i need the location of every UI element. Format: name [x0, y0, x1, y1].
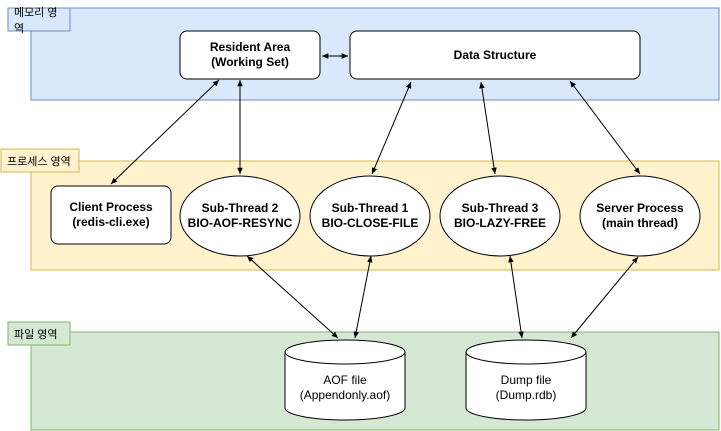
sub-thread-2-title: Sub-Thread 2: [201, 201, 279, 215]
arrow-data-server: [569, 80, 641, 175]
memory-region-label: 메모리 영역: [14, 6, 58, 35]
aof-file-label: AOF file (Appendonly.aof): [285, 368, 405, 408]
resident-area-title: Resident Area: [209, 40, 291, 54]
arrow-subthread3-dump: [508, 255, 524, 339]
dump-file-title: Dump file: [500, 373, 552, 387]
data-structure-box: [349, 30, 641, 80]
memory-region-label-box: [7, 7, 71, 32]
file-region-label-box: [7, 321, 71, 346]
process-region-label-box: [0, 148, 80, 173]
sub-thread-3-subtitle: BIO-LAZY-FREE: [454, 216, 546, 230]
resident-area-subtitle: (Working Set): [211, 55, 289, 69]
arrow-subthread1-aof: [353, 255, 373, 339]
aof-file-subtitle: (Appendonly.aof): [299, 388, 391, 402]
process-region-label: 프로세스 영역: [7, 155, 71, 168]
arrow-data-subthread3: [479, 81, 497, 175]
arrow-subthread2-aof: [246, 255, 339, 339]
arrow-data-subthread1: [371, 81, 412, 175]
dump-file-cylinder: [465, 339, 587, 421]
server-process-subtitle: (main thread): [601, 216, 678, 230]
file-region-label: 파일 영역: [14, 328, 58, 341]
sub-thread-1-subtitle: BIO-CLOSE-FILE: [321, 216, 419, 230]
client-process-subtitle: (redis-cli.exe): [72, 215, 150, 229]
sub-thread-1-title: Sub-Thread 1: [331, 201, 409, 215]
sub-thread-2-ellipse: [179, 175, 301, 257]
dump-file-label: Dump file (Dump.rdb): [466, 368, 586, 408]
dump-file-subtitle: (Dump.rdb): [495, 388, 557, 402]
aof-file-title: AOF file: [323, 373, 367, 387]
client-process-box: [50, 185, 172, 245]
sub-thread-3-title: Sub-Thread 3: [461, 201, 539, 215]
sub-thread-3-label: Sub-Thread 3 BIO-LAZY-FREE: [440, 186, 560, 246]
resident-area-label: Resident Area (Working Set): [180, 31, 320, 79]
client-process-title: Client Process: [69, 200, 153, 214]
sub-thread-2-subtitle: BIO-AOF-RESYNC: [187, 216, 293, 230]
sub-thread-2-label: Sub-Thread 2 BIO-AOF-RESYNC: [180, 186, 300, 246]
sub-thread-3-ellipse: [439, 175, 561, 257]
client-process-label: Client Process (redis-cli.exe): [51, 186, 171, 244]
sub-thread-1-label: Sub-Thread 1 BIO-CLOSE-FILE: [310, 186, 430, 246]
data-structure-label: Data Structure: [350, 31, 640, 79]
server-process-label: Server Process (main thread): [580, 186, 700, 246]
data-structure-title: Data Structure: [453, 47, 537, 62]
arrow-resident-client: [110, 79, 220, 185]
resident-area-box: [179, 30, 321, 80]
arrow-server-dump: [570, 256, 639, 339]
server-process-title: Server Process: [596, 201, 684, 215]
server-process-ellipse: [579, 175, 701, 257]
aof-file-cylinder: [284, 339, 406, 421]
